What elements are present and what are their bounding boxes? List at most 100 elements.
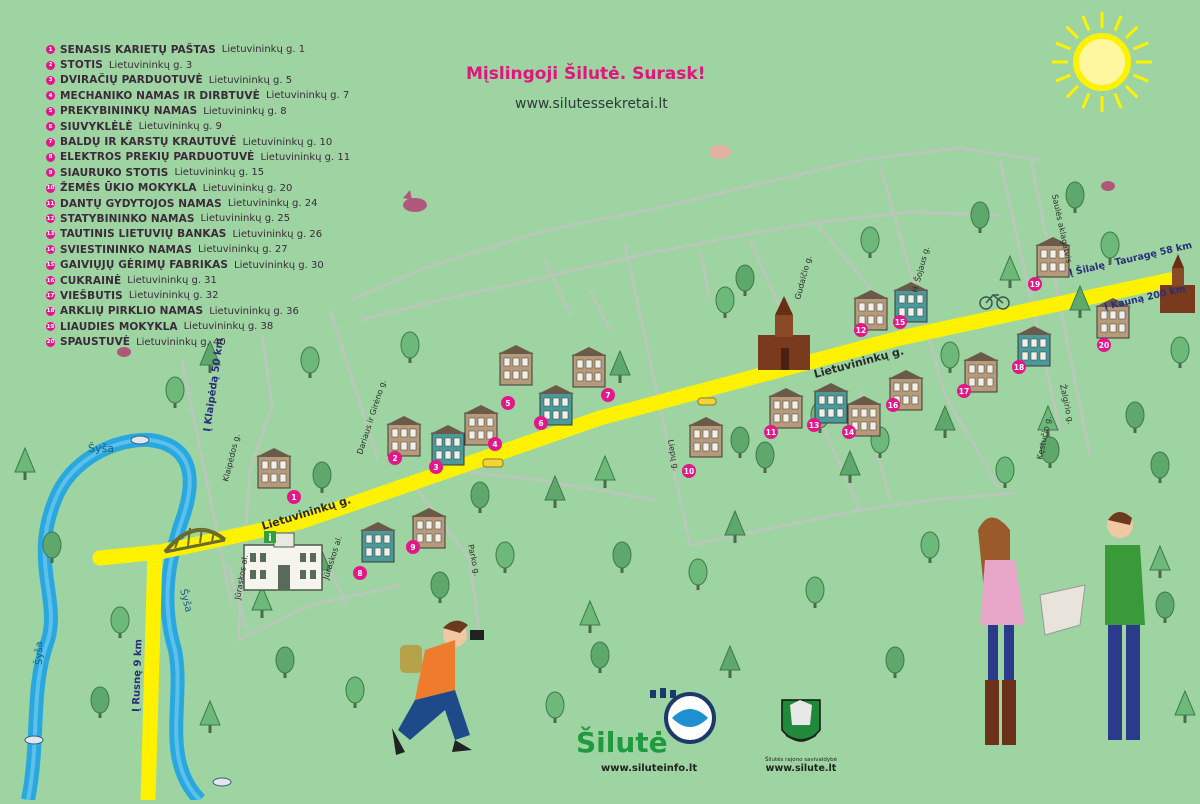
place-marker[interactable]: 9: [406, 540, 420, 554]
house-icon: [256, 448, 292, 489]
place-marker[interactable]: 1: [287, 490, 301, 504]
place-marker[interactable]: 17: [957, 384, 971, 398]
tree-icon: [609, 349, 631, 383]
tree-icon: [430, 571, 450, 603]
river-highlight: [26, 437, 202, 802]
car-1: [482, 458, 504, 468]
place-marker[interactable]: 19: [1028, 277, 1042, 291]
place-marker[interactable]: 16: [886, 398, 900, 412]
legend-number: 18: [46, 306, 55, 316]
place-marker[interactable]: 5: [501, 396, 515, 410]
place-marker[interactable]: 2: [388, 451, 402, 465]
tree-icon: [970, 201, 990, 233]
place-marker-number: 4: [492, 440, 497, 449]
tree-icon: [688, 558, 708, 590]
silute-website[interactable]: www.siluteinfo.lt: [601, 763, 697, 774]
tree-icon: [1174, 689, 1196, 723]
legend-name: DANTŲ GYDYTOJOS NAMAS: [60, 197, 222, 210]
legend-name: SIUVYKLĖLĖ: [60, 120, 133, 133]
tree-icon: [724, 509, 746, 543]
legend-item[interactable]: 11 DANTŲ GYDYTOJOS NAMAS Lietuvininkų g. 2…: [46, 196, 486, 211]
place-marker[interactable]: 15: [893, 315, 907, 329]
tree-icon: [594, 454, 616, 488]
legend-number: 4: [46, 91, 55, 101]
tree-icon: [999, 254, 1021, 288]
info-marker[interactable]: i: [268, 533, 271, 544]
legend-number: 5: [46, 106, 55, 116]
legend-name: GAIVIŲJŲ GĖRIMŲ FABRIKAS: [60, 259, 229, 272]
legend-address: Lietuvininkų g. 7: [265, 90, 350, 102]
town-hall[interactable]: [243, 532, 323, 591]
house-icon: [463, 405, 499, 446]
place-marker-number: 3: [433, 463, 438, 472]
place-marker[interactable]: 14: [842, 425, 856, 439]
legend-number: 12: [46, 214, 55, 224]
place-marker[interactable]: 7: [601, 388, 615, 402]
tree-icon: [312, 461, 332, 493]
legend-name: DVIRAČIŲ PARDUOTUVĖ: [60, 74, 203, 87]
place-marker[interactable]: 12: [854, 323, 868, 337]
place-marker[interactable]: 13: [807, 418, 821, 432]
municipality-website[interactable]: www.silute.lt: [766, 763, 837, 774]
legend-address: Lietuvininkų g. 15: [174, 167, 265, 179]
tree-icon: [1170, 336, 1190, 368]
info-marker-box[interactable]: [264, 531, 276, 543]
place-marker[interactable]: 10: [682, 464, 696, 478]
legend-name: VIEŠBUTIS: [60, 289, 123, 302]
place-marker-number: 8: [357, 569, 362, 578]
legend-address: Lietuvininkų g. 3: [108, 59, 193, 71]
legend-number: 9: [46, 168, 55, 178]
place-marker[interactable]: 4: [488, 437, 502, 451]
place-marker-number: 6: [538, 419, 543, 428]
legend-address: Lietuvininkų g. 31: [127, 275, 217, 287]
tree-icon: [1149, 544, 1171, 578]
legend-address: Lietuvininkų g. 30: [234, 259, 324, 271]
tree-icon: [730, 426, 750, 458]
tree-icon: [1125, 401, 1145, 433]
legend-address: Lietuvininkų g. 1: [221, 44, 306, 56]
tree-icon: [110, 606, 130, 638]
place-marker[interactable]: 3: [429, 460, 443, 474]
place-marker-number: 1: [291, 493, 296, 502]
silute-logo: [650, 688, 716, 744]
tree-icon: [995, 456, 1015, 488]
place-marker[interactable]: 6: [534, 416, 548, 430]
legend-name: PREKYBININKŲ NAMAS: [60, 105, 198, 118]
fish-icon: [212, 777, 232, 787]
place-marker[interactable]: 20: [1097, 338, 1111, 352]
map-website[interactable]: www.silutessekretai.lt: [515, 96, 668, 112]
legend-address: Lietuvininkų g. 9: [138, 121, 222, 133]
place-marker[interactable]: 8: [353, 566, 367, 580]
house-icon: [888, 370, 924, 411]
legend-address: Lietuvininkų g. 20: [202, 182, 293, 194]
place-marker[interactable]: 11: [764, 425, 778, 439]
legend-number: 11: [46, 199, 55, 209]
legend-address: Lietuvininkų g. 24: [227, 198, 318, 210]
street-label-sojaus: H. Šojaus g.: [908, 245, 931, 294]
legend-number: 16: [46, 276, 55, 286]
place-marker[interactable]: 18: [1012, 360, 1026, 374]
